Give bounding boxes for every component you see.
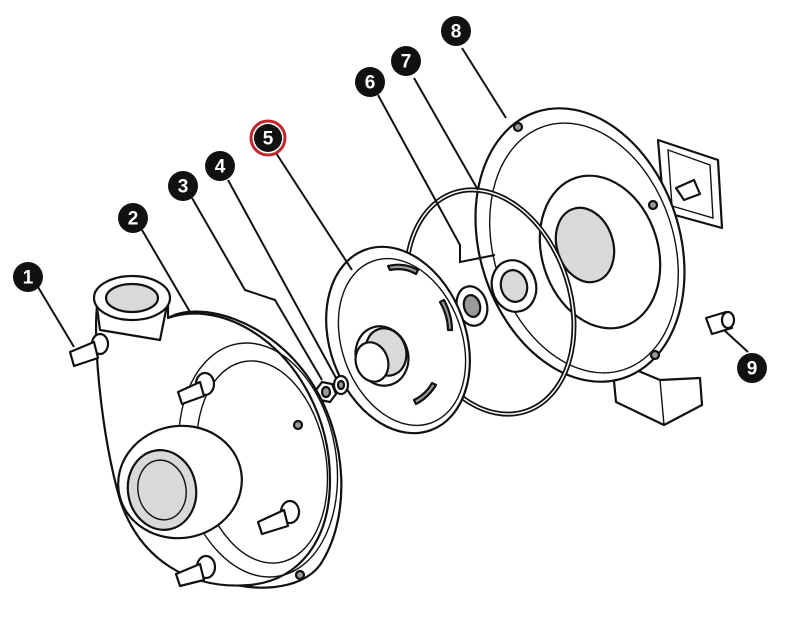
callout-8: 8 bbox=[441, 16, 471, 46]
callout-5-label: 5 bbox=[263, 129, 274, 150]
callout-2-label: 2 bbox=[128, 209, 139, 230]
callout-9: 9 bbox=[737, 353, 767, 383]
callout-3: 3 bbox=[168, 171, 198, 201]
callout-5-highlighted: 5 bbox=[249, 119, 287, 157]
leader-7 bbox=[413, 77, 479, 191]
casing-bolt-middle bbox=[256, 499, 301, 536]
callout-7: 7 bbox=[391, 46, 421, 76]
leader-3 bbox=[191, 197, 323, 381]
callout-3-label: 3 bbox=[178, 177, 189, 198]
highlight-ring bbox=[249, 119, 287, 157]
callout-6-label: 6 bbox=[365, 73, 376, 94]
leader-5 bbox=[275, 152, 353, 271]
part-5-impeller bbox=[325, 245, 471, 435]
callout-8-label: 8 bbox=[451, 22, 462, 43]
part-8-adapter-plate bbox=[474, 107, 724, 427]
leader-2 bbox=[141, 229, 191, 313]
part-4-washer bbox=[332, 374, 350, 396]
part-6-mechanical-seal bbox=[455, 259, 538, 327]
callout-4: 4 bbox=[205, 151, 235, 181]
callout-2: 2 bbox=[118, 203, 148, 233]
callout-4-label: 4 bbox=[215, 157, 226, 178]
callout-1: 1 bbox=[13, 262, 43, 292]
callout-6: 6 bbox=[355, 67, 385, 97]
callout-7-label: 7 bbox=[401, 52, 412, 73]
leader-6 bbox=[377, 94, 496, 264]
casing-bolt-upper bbox=[176, 371, 216, 406]
part-9-bolt bbox=[704, 310, 736, 336]
callout-9-label: 9 bbox=[747, 359, 758, 380]
leader-8 bbox=[461, 47, 507, 119]
part-2-pump-casing bbox=[92, 274, 343, 589]
leader-1 bbox=[37, 286, 75, 348]
casing-bolt-lower bbox=[174, 554, 217, 588]
part-1-bolt bbox=[68, 332, 110, 368]
leader-9 bbox=[723, 329, 749, 353]
leader-lines bbox=[37, 47, 749, 381]
callout-1-label: 1 bbox=[23, 268, 34, 289]
leader-4 bbox=[227, 179, 337, 379]
